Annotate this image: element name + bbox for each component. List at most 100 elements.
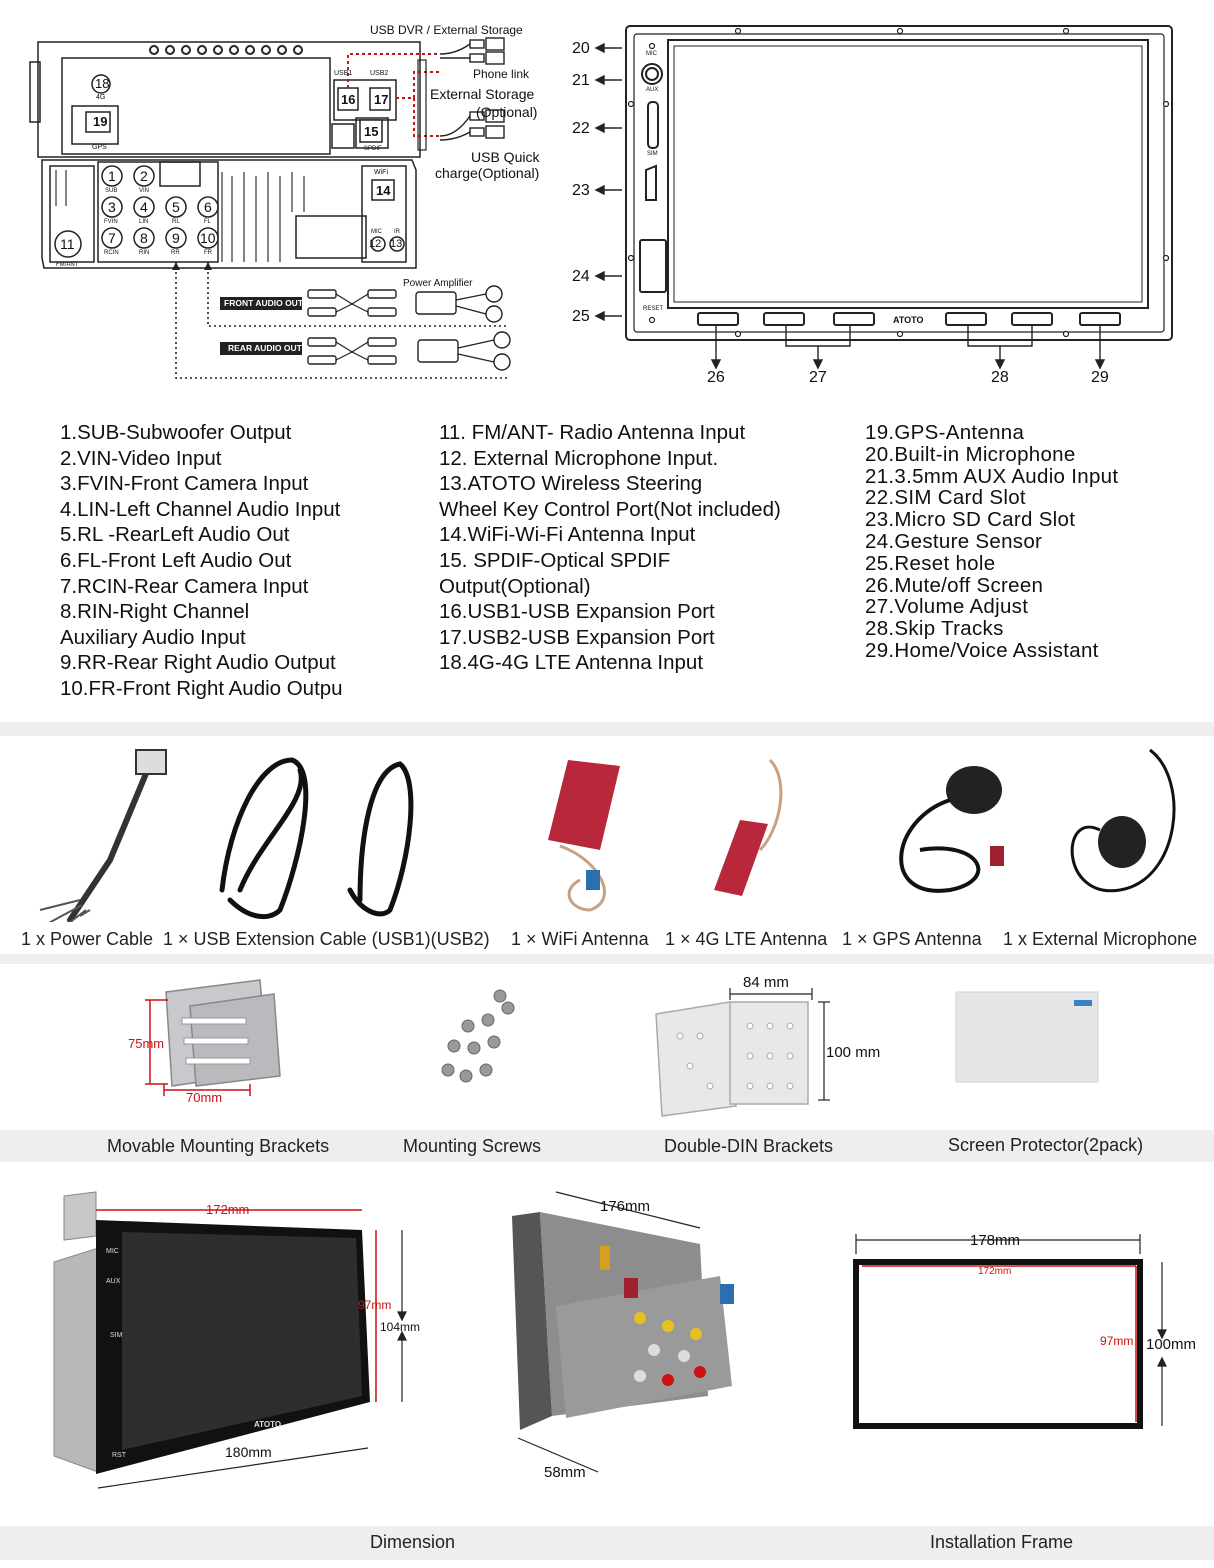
label-rl: RL xyxy=(172,219,180,225)
front-104-label: 104mm xyxy=(380,1320,421,1334)
legend-col-3: 19.GPS-Antenna 20.Built-in Microphone 21… xyxy=(865,422,1118,662)
callout-21: 21 xyxy=(572,72,590,89)
front-180-label: 180mm xyxy=(225,1444,272,1460)
legend-item: 12. External Microphone Input. xyxy=(439,446,719,470)
port-19: 19 xyxy=(93,114,108,129)
label-lin: LIN xyxy=(139,219,149,225)
legend-item: 2.VIN-Video Input xyxy=(60,446,222,470)
legend-item: 7.RCIN-Rear Camera Input xyxy=(60,574,309,598)
callout-24: 24 xyxy=(572,268,590,285)
side-176-label: 176mm xyxy=(600,1198,651,1215)
legend-item: 21.3.5mm AUX Audio Input xyxy=(865,464,1119,488)
label-fmant: FM/ANT xyxy=(56,262,79,268)
dimension-caption: Dimension xyxy=(370,1532,456,1552)
legend-item: 6.FL-Front Left Audio Out xyxy=(60,548,292,572)
optional-label: (Optional) xyxy=(476,104,538,120)
dimension-caption-band xyxy=(0,1526,1214,1560)
legend-item: 25.Reset hole xyxy=(865,551,996,575)
front-audio-out-tag: FRONT AUDIO OUT xyxy=(224,298,304,308)
legend-item: 8.RIN-Right Channel xyxy=(60,600,250,624)
panel-brand: ATOTO xyxy=(893,315,924,325)
front-97-label: 97mm xyxy=(358,1298,392,1312)
port-15: 15 xyxy=(364,124,379,139)
legend-item: Auxiliary Audio Input xyxy=(60,625,246,649)
bracket-70-label: 70mm xyxy=(186,1090,223,1105)
frame-100-label: 100mm xyxy=(1146,1336,1197,1353)
panel-aux-label: AUX xyxy=(646,87,659,93)
protector-caption: Screen Protector(2pack) xyxy=(948,1135,1144,1155)
panel-reset-label: RESET xyxy=(643,306,664,312)
screws-caption: Mounting Screws xyxy=(403,1136,542,1156)
bracket-75-label: 75mm xyxy=(128,1036,165,1051)
legend-item: 15. SPDIF-Optical SPDIF xyxy=(439,548,671,572)
charge-optional-label: charge(Optional) xyxy=(435,165,540,181)
unit-brand: ATOTO xyxy=(254,1420,282,1429)
label-vin: VIN xyxy=(139,188,150,194)
legend-item: 3.FVIN-Front Camera Input xyxy=(60,472,309,496)
legend-item: 20.Built-in Microphone xyxy=(865,442,1076,466)
unit-rst-label: RST xyxy=(112,1452,126,1459)
port-17: 17 xyxy=(374,92,389,107)
din-84-label: 84 mm xyxy=(743,974,789,991)
label-sub: SUB xyxy=(105,188,118,194)
legend-item: 4.LIN-Left Channel Audio Input xyxy=(60,497,341,521)
label-spdif: SPDIF xyxy=(364,146,382,152)
front-panel-drawing xyxy=(594,25,1173,370)
label-rcin: RCIN xyxy=(104,250,119,256)
port-12: 12 xyxy=(369,238,382,250)
label-rr: RR xyxy=(171,250,180,256)
port-5: 5 xyxy=(172,199,180,215)
unit-sim-label: SIM xyxy=(110,1332,123,1339)
legend-item: 11. FM/ANT- Radio Antenna Input xyxy=(439,421,746,444)
legend-item: 19.GPS-Antenna xyxy=(865,421,1025,444)
panel-mic-label: MIC xyxy=(646,51,657,57)
legend-item: 26.Mute/off Screen xyxy=(865,573,1044,597)
mounting-caption-band xyxy=(0,1130,1214,1162)
label-wifi: WiFi xyxy=(374,169,388,176)
external-storage-label: External Storage xyxy=(430,86,535,102)
panel-sim-label: SIM xyxy=(647,151,658,157)
legend-item: 17.USB2-USB Expansion Port xyxy=(439,625,715,649)
legend-item: 1.SUB-Subwoofer Output xyxy=(60,421,292,444)
port-8: 8 xyxy=(140,230,148,246)
callout-26: 26 xyxy=(707,369,725,386)
port-3: 3 xyxy=(108,199,116,215)
side-58-label: 58mm xyxy=(544,1464,586,1481)
accessory-caption-row xyxy=(0,922,1214,954)
microphone-caption: 1 x External Microphone xyxy=(1003,929,1198,949)
callout-22: 22 xyxy=(572,120,590,137)
legend-item: 22.SIM Card Slot xyxy=(865,486,1026,510)
label-gps: GPS xyxy=(92,144,107,151)
label-mic: MIC xyxy=(371,229,382,235)
legend-item: 27.Volume Adjust xyxy=(865,595,1029,619)
callout-25: 25 xyxy=(572,308,590,325)
callout-28: 28 xyxy=(991,369,1009,386)
legend-item: 14.WiFi-Wi-Fi Antenna Input xyxy=(439,523,696,547)
port-18: 18 xyxy=(95,76,110,91)
legend-item: 24.Gesture Sensor xyxy=(865,529,1043,553)
callout-20: 20 xyxy=(572,40,590,57)
unit-mic-label: MIC xyxy=(106,1248,119,1255)
din-100-label: 100 mm xyxy=(826,1044,881,1061)
label-usb1: USB1 xyxy=(334,70,353,77)
rear-panel-drawing xyxy=(29,37,511,379)
legend-item: 28.Skip Tracks xyxy=(865,617,1004,641)
legend-item: 5.RL -RearLeft Audio Out xyxy=(60,523,290,547)
label-fl: FL xyxy=(204,219,212,225)
rear-audio-out-tag: REAR AUDIO OUT xyxy=(228,343,302,353)
legend-item: 23.Micro SD Card Slot xyxy=(865,508,1076,532)
label-ir: IR xyxy=(394,229,400,235)
legend-item: 10.FR-Front Right Audio Outpu xyxy=(60,676,343,700)
label-fvin: FVIN xyxy=(104,219,118,225)
divider-band xyxy=(0,954,1214,964)
lte-antenna-caption: 1 × 4G LTE Antenna xyxy=(665,929,828,949)
mounting-images xyxy=(145,979,1099,1117)
callout-27: 27 xyxy=(809,369,827,386)
label-rin: RIN xyxy=(139,250,150,256)
port-4: 4 xyxy=(140,199,148,215)
front-172-label: 172mm xyxy=(206,1202,250,1217)
port-9: 9 xyxy=(172,230,180,246)
port-14: 14 xyxy=(376,183,391,198)
port-11: 11 xyxy=(60,236,75,252)
legend-col-1: 1.SUB-Subwoofer Output 2.VIN-Video Input… xyxy=(60,420,343,702)
